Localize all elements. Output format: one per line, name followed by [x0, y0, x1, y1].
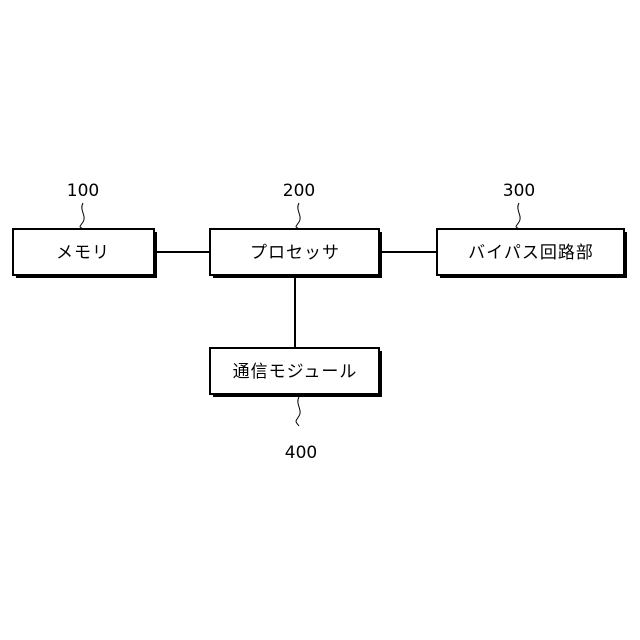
processor-ref-label: 200 — [283, 181, 315, 201]
comm-module-ref-label: 400 — [285, 443, 317, 463]
processor-leader-line — [296, 203, 300, 229]
memory-ref-label: 100 — [67, 181, 99, 201]
memory-label: メモリ — [56, 243, 110, 263]
bypass-block: バイパス回路部 — [437, 229, 627, 278]
memory-block: メモリ — [13, 229, 157, 278]
bypass-leader-line — [516, 203, 520, 229]
comm-module-leader-line — [296, 397, 300, 426]
bypass-label: バイパス回路部 — [468, 243, 594, 263]
memory-leader-line — [80, 203, 84, 229]
comm-module-label: 通信モジュール — [233, 362, 358, 382]
processor-label: プロセッサ — [250, 243, 340, 263]
bypass-ref-label: 300 — [503, 181, 535, 201]
processor-block: プロセッサ — [210, 229, 382, 278]
comm-module-block: 通信モジュール — [210, 348, 382, 397]
